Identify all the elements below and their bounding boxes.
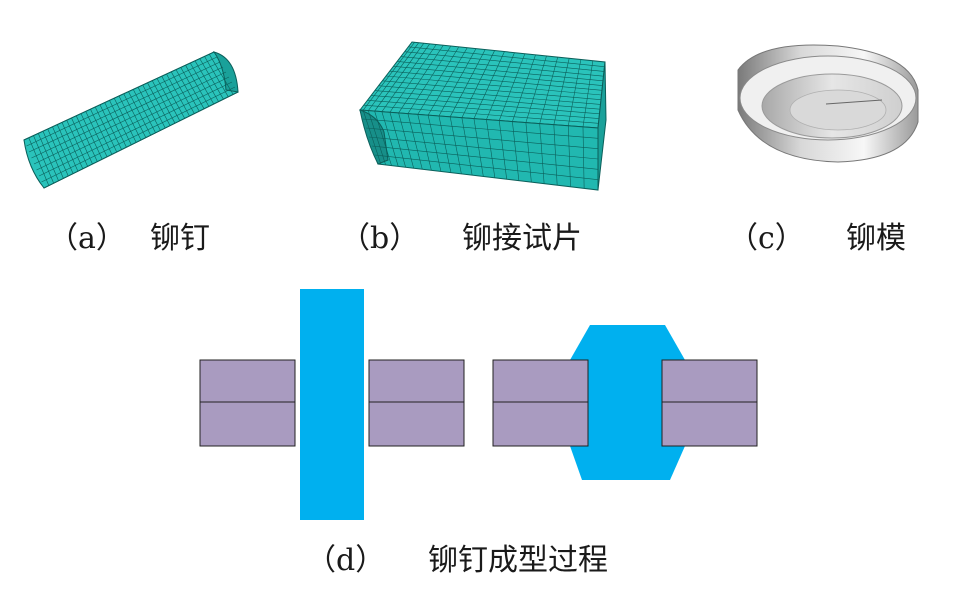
mesh-line <box>397 61 604 82</box>
mesh-line <box>33 71 227 165</box>
mesh-line <box>368 136 599 160</box>
mesh-line <box>365 127 599 149</box>
right-lower-sheet-formed <box>661 401 758 447</box>
right-upper-sheet-formed <box>661 359 758 403</box>
caption-d-tag: （d） <box>306 543 385 578</box>
mesh-line <box>362 118 599 139</box>
mesh-line <box>404 51 605 72</box>
right-upper-sheet <box>368 359 465 403</box>
specimen-mesh-figure <box>359 41 607 191</box>
caption-a-tag: （a） <box>48 221 126 256</box>
mesh-line <box>374 90 601 110</box>
mesh-line <box>393 65 603 86</box>
rivet-undeformed <box>300 289 364 520</box>
mesh-line <box>31 66 224 159</box>
rivet-mesh-lines <box>26 54 236 186</box>
mesh-line <box>26 56 218 147</box>
caption-c-tag: （c） <box>728 221 805 256</box>
rivet-mesh-figure <box>23 51 239 189</box>
mesh-line <box>363 104 599 124</box>
mesh-line <box>367 99 600 119</box>
caption-a-label: 铆钉 <box>150 221 210 256</box>
caption-b-label: 铆接试片 <box>462 221 582 256</box>
mesh-line <box>408 46 605 68</box>
mesh-line <box>371 95 600 115</box>
mesh-line <box>385 75 602 96</box>
caption-d-label: 铆钉成型过程 <box>428 543 608 578</box>
forming-after-stage <box>492 325 758 480</box>
mesh-line <box>371 145 599 170</box>
specimen-mesh-lines <box>362 42 605 189</box>
mesh-line <box>389 70 603 91</box>
rivet-die-figure <box>737 44 919 163</box>
forming-before-stage <box>199 289 465 520</box>
mesh-line <box>38 81 233 177</box>
left-upper-sheet-formed <box>492 359 589 403</box>
mesh-line <box>400 56 604 77</box>
mesh-line <box>36 76 230 171</box>
die-axis-line <box>825 99 883 105</box>
die-cavity-floor <box>789 89 887 131</box>
mesh-line <box>378 85 601 105</box>
mesh-line <box>41 86 236 183</box>
mesh-line <box>374 154 599 180</box>
right-lower-sheet <box>368 401 465 447</box>
left-lower-sheet <box>199 401 296 447</box>
mesh-line <box>382 80 602 101</box>
rivet-deformed <box>570 325 685 480</box>
mesh-line <box>28 61 221 153</box>
caption-c-label: 铆模 <box>846 221 906 256</box>
left-lower-sheet-formed <box>492 401 589 447</box>
caption-b-tag: （b） <box>340 221 419 256</box>
left-upper-sheet <box>199 359 296 403</box>
